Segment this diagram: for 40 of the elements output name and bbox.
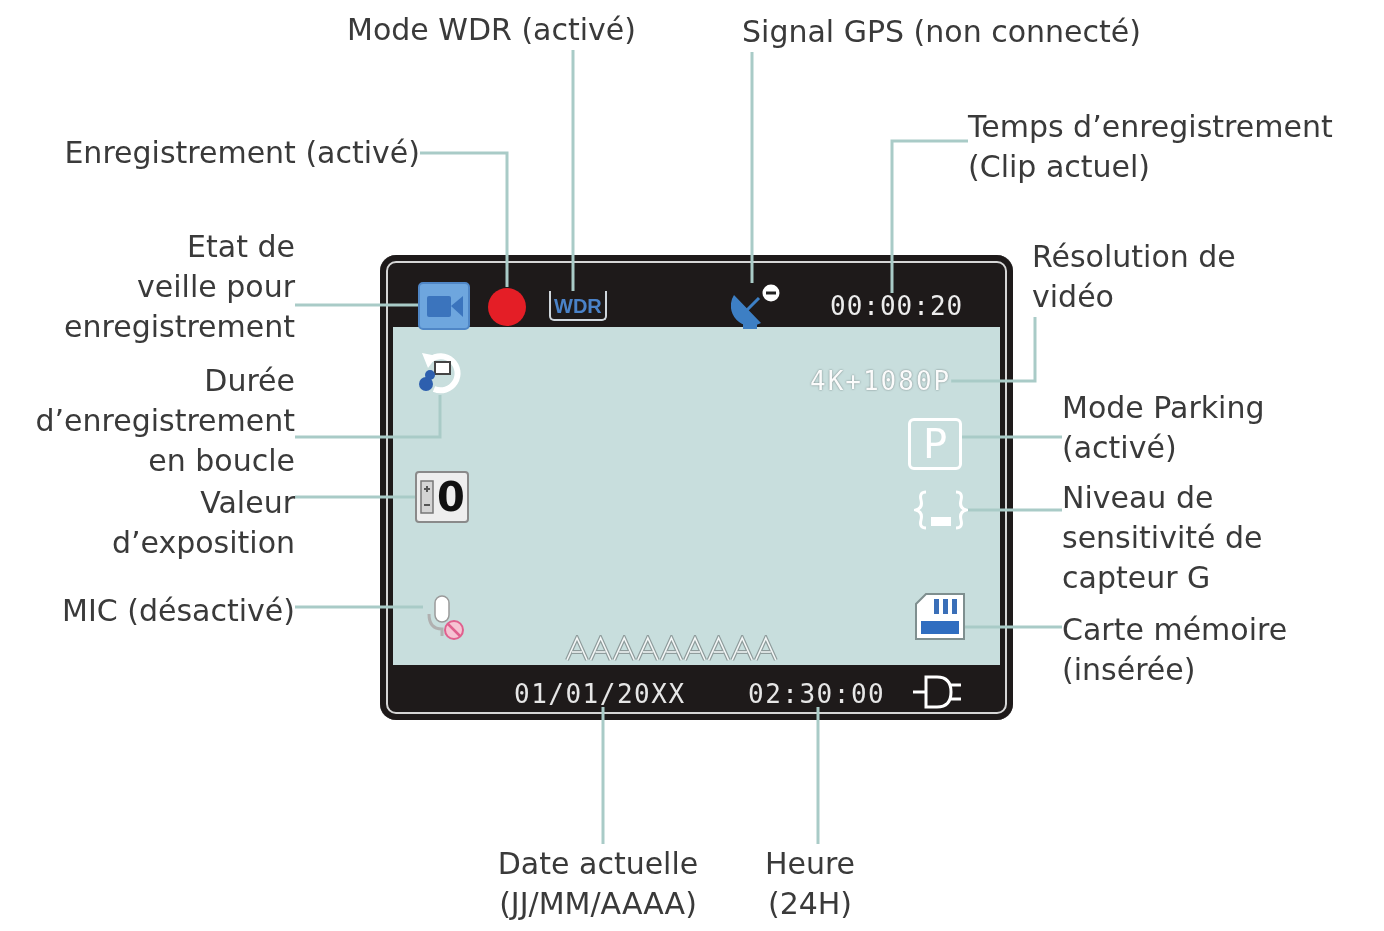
callout-label: Niveau de sensitivité de capteur G — [1062, 478, 1263, 598]
recording-timer: 00:00:20 — [830, 293, 964, 319]
satellite-dish-icon — [731, 283, 781, 330]
leader-line — [965, 625, 1062, 629]
memory-card-icon — [915, 593, 965, 640]
leader-line — [420, 151, 509, 287]
callout-label: Mode WDR (activé) — [347, 10, 636, 50]
leader-line — [968, 508, 1062, 512]
record-dot-icon — [487, 287, 527, 327]
leader-line — [951, 317, 1037, 383]
leader-line — [890, 139, 968, 293]
callout-label: Résolution de vidéo — [1032, 237, 1236, 317]
leader-line — [571, 50, 575, 291]
g-sensor-icon — [914, 489, 968, 531]
callout-label: Date actuelle (JJ/MM/AAAA) — [497, 844, 699, 924]
video-camera-icon — [418, 282, 470, 330]
leader-line — [295, 605, 423, 609]
wdr-indicator: WDR — [549, 291, 607, 321]
leader-line — [295, 303, 418, 307]
leader-line — [601, 707, 605, 844]
leader-line — [962, 435, 1062, 439]
callout-label: Mode Parking (activé) — [1062, 388, 1265, 468]
callout-label: Temps d’enregistrement (Clip actuel) — [968, 107, 1333, 187]
date-text: 01/01/20XX — [514, 681, 686, 707]
callout-label: Signal GPS (non connecté) — [742, 12, 1141, 52]
clock-text: 02:30:00 — [748, 681, 886, 707]
callout-label: MIC (désactivé) — [62, 591, 295, 631]
callout-label: Etat de veille pour enregistrement — [64, 227, 295, 347]
callout-label: Heure (24H) — [764, 844, 856, 924]
camera-screen — [380, 255, 1013, 720]
callout-label: Valeur d’exposition — [111, 483, 295, 563]
callout-label: Durée d’enregistrement en boucle — [35, 361, 295, 481]
callout-label: Carte mémoire (insérée) — [1062, 610, 1288, 690]
callout-label: Enregistrement (activé) — [64, 133, 420, 173]
leader-line — [816, 707, 820, 844]
leader-line — [750, 52, 754, 283]
exposure-value: 0 — [437, 477, 465, 517]
exposure-indicator — [415, 471, 469, 523]
leader-line — [295, 395, 442, 439]
leader-line — [295, 495, 415, 499]
